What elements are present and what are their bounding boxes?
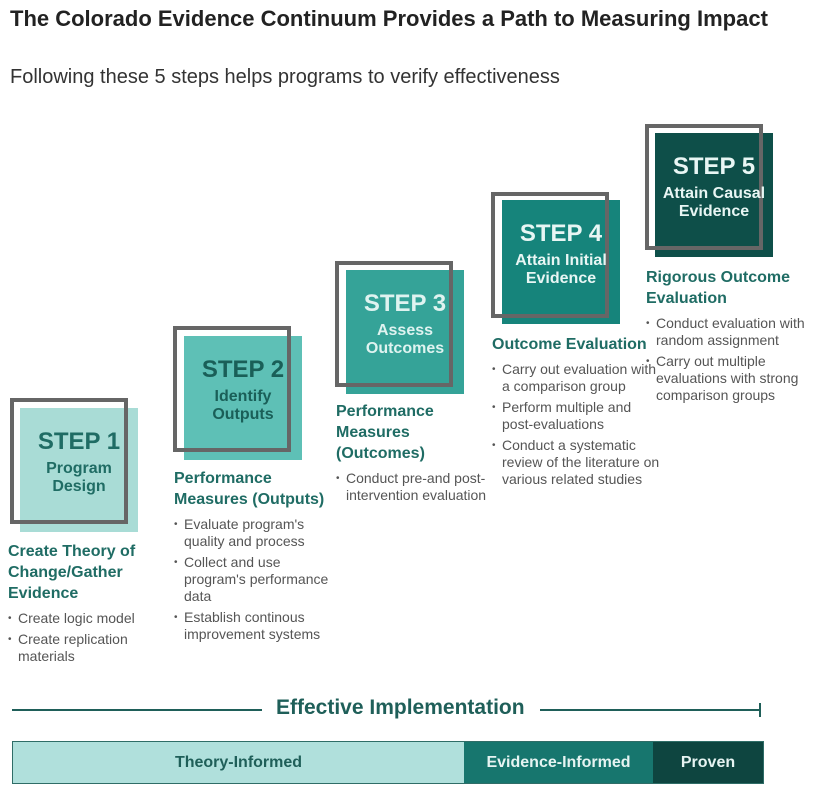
step-5-frame (645, 124, 763, 250)
step-heading: Performance Measures (Outcomes) (336, 403, 434, 462)
list-item: Create logic model (8, 610, 168, 627)
step-1-description: Create Theory of Change/Gather EvidenceC… (8, 541, 168, 669)
step-heading: Create Theory of Change/Gather Evidence (8, 543, 136, 602)
step-2-box (184, 336, 302, 460)
step-name: Identify Outputs (212, 388, 274, 423)
list-item: Evaluate program's quality and process (174, 516, 334, 550)
step-heading: Rigorous Outcome Evaluation (646, 269, 791, 307)
step-name: Attain Causal Evidence (662, 185, 766, 220)
step-number: STEP 4 (519, 220, 603, 247)
list-item: Carry out multiple evaluations with stro… (646, 353, 836, 404)
step-3-frame (335, 261, 453, 387)
step-4-description: Outcome EvaluationCarry out evaluation w… (492, 334, 662, 492)
step-number: STEP 3 (363, 290, 447, 317)
effective-implementation-label: Effective Implementation (276, 696, 525, 719)
step-number: STEP 2 (201, 356, 285, 383)
step-3-description: Performance Measures (Outcomes) Conduct p… (336, 401, 496, 508)
step-5-description: Rigorous Outcome EvaluationConduct evalu… (646, 267, 836, 408)
step-4-frame (491, 192, 609, 318)
divider-left (12, 709, 262, 711)
list-item: Perform multiple and post-evaluations (492, 399, 662, 433)
stage-evidence-informed: Evidence-Informed (464, 742, 653, 783)
step-2-label: STEP 2 Identify Outputs (184, 356, 302, 424)
step-number: STEP 5 (672, 153, 756, 180)
bullet-list: Evaluate program's quality and processCo… (174, 516, 334, 643)
bullet-list: Conduct pre-and post-intervention evalua… (336, 470, 496, 504)
step-4-label: STEP 4 Attain Initial Evidence (502, 220, 620, 288)
step-3-box (346, 270, 464, 394)
bullet-list: Conduct evaluation with random assignmen… (646, 315, 836, 404)
page-title: The Colorado Evidence Continuum Provides… (10, 6, 768, 31)
step-2-description: Performance Measures (Outputs) Evaluate p… (174, 468, 334, 647)
step-heading: Outcome Evaluation (492, 336, 647, 353)
divider-end-tick (759, 703, 761, 717)
step-4-box (502, 200, 620, 324)
list-item: Conduct evaluation with random assignmen… (646, 315, 836, 349)
list-item: Establish continous improvement systems (174, 609, 334, 643)
list-item: Carry out evaluation with a comparison g… (492, 361, 662, 395)
bullet-list: Carry out evaluation with a comparison g… (492, 361, 662, 488)
step-1-label: STEP 1 Program Design (20, 428, 138, 496)
step-1-box (20, 408, 138, 532)
step-2-frame (173, 326, 291, 452)
step-3-label: STEP 3 Assess Outcomes (346, 290, 464, 358)
page-subtitle: Following these 5 steps helps programs t… (10, 66, 560, 88)
bullet-list: Create logic modelCreate replication mat… (8, 610, 168, 665)
step-5-box (655, 133, 773, 257)
step-1-frame (10, 398, 128, 524)
evidence-stage-bar: Theory-Informed Evidence-Informed Proven (12, 741, 764, 784)
step-heading: Performance Measures (Outputs) (174, 470, 325, 508)
stage-proven: Proven (653, 742, 763, 783)
step-name: Assess Outcomes (365, 322, 445, 357)
step-name: Attain Initial Evidence (515, 252, 607, 287)
list-item: Create replication materials (8, 631, 168, 665)
step-5-label: STEP 5 Attain Causal Evidence (655, 153, 773, 221)
list-item: Conduct a systematic review of the liter… (492, 437, 662, 488)
step-number: STEP 1 (37, 428, 121, 455)
list-item: Conduct pre-and post-intervention evalua… (336, 470, 496, 504)
stage-theory-informed: Theory-Informed (13, 742, 464, 783)
divider-right (540, 709, 760, 711)
step-name: Program Design (46, 460, 112, 495)
list-item: Collect and use program's performance da… (174, 554, 334, 605)
